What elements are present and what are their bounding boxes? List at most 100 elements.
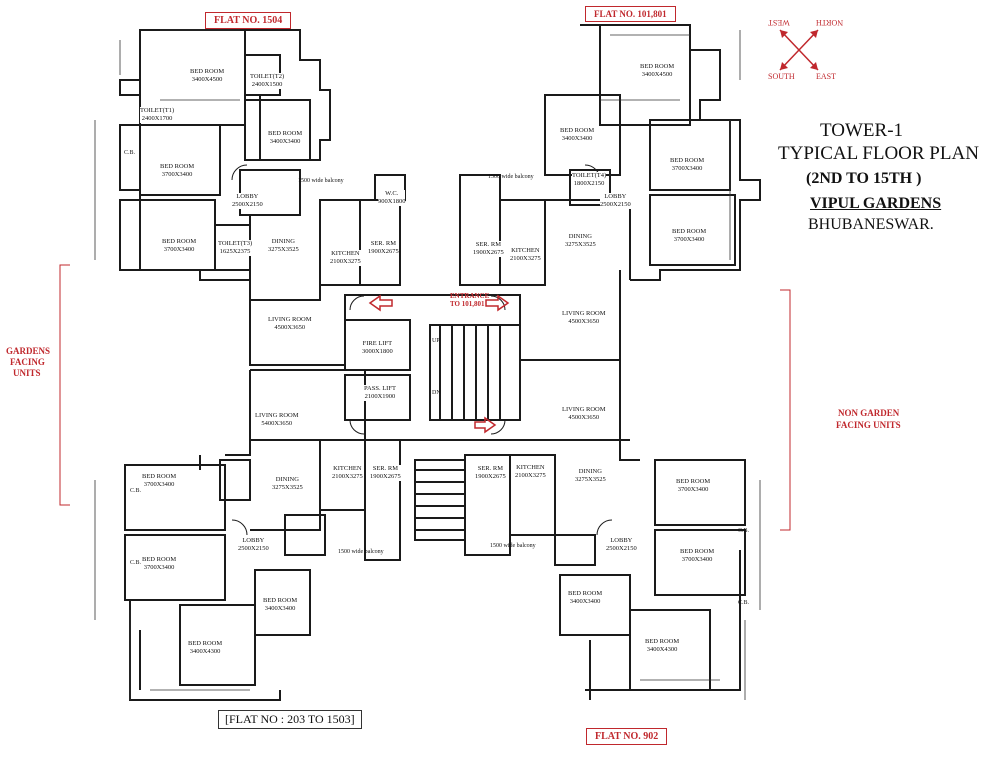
- side-note-left-3: UNITS: [13, 368, 41, 378]
- room-name: BED ROOM: [568, 590, 603, 597]
- room-name: KITCHEN: [333, 465, 362, 472]
- compass-west-label: WEST: [768, 18, 790, 27]
- room-name: BED ROOM: [268, 130, 303, 137]
- room-label-tr-toilet: TOILET(T4)1800X2150: [572, 172, 607, 188]
- entrance-note-1: ENTRANCE: [450, 292, 490, 300]
- room-name: SER. RM: [370, 240, 396, 247]
- room-name: KITCHEN: [511, 247, 540, 254]
- room-name: DINING: [275, 476, 299, 483]
- room-dimensions: 1900X2675: [475, 473, 506, 480]
- room-name: BED ROOM: [263, 597, 298, 604]
- room-label-tl-toilet3: TOILET(T3)1625X2375: [218, 240, 253, 256]
- compass-south-label: SOUTH: [768, 72, 795, 81]
- room-dimensions: 3275X3525: [565, 241, 596, 248]
- room-dimensions: 2100X3275: [515, 472, 546, 479]
- room-name: LOBBY: [236, 193, 259, 200]
- room-dimensions: 3700X3400: [163, 246, 195, 253]
- room-name: PASS. LIFT: [364, 385, 396, 392]
- room-dimensions: 2500X2150: [600, 201, 631, 208]
- room-name: TOILET(T4): [572, 172, 607, 179]
- title-city: BHUBANESWAR.: [808, 216, 934, 233]
- room-dimensions: 3700X3400: [671, 165, 703, 172]
- room-name: KITCHEN: [516, 464, 545, 471]
- room-dimensions: 5400X3650: [261, 420, 293, 427]
- room-name: BED ROOM: [160, 163, 195, 170]
- stair-down-label: DN: [432, 390, 441, 396]
- room-name: TOILET(T2): [250, 73, 285, 80]
- room-name: BED ROOM: [190, 68, 225, 75]
- room-dimensions: 3400X3400: [561, 135, 593, 142]
- room-name: W.C.: [385, 190, 399, 197]
- room-name: BED ROOM: [672, 228, 707, 235]
- room-name: LOBBY: [242, 537, 265, 544]
- room-name: BED ROOM: [188, 640, 223, 647]
- compass-east-label: EAST: [816, 72, 836, 81]
- room-name: KITCHEN: [331, 250, 360, 257]
- cb-label-3: C.B.: [130, 560, 142, 566]
- title-plan: TYPICAL FLOOR PLAN: [778, 143, 979, 164]
- side-note-left-2: FACING: [10, 357, 45, 367]
- room-dimensions: 2100X3275: [510, 255, 541, 262]
- room-dimensions: 2100X1900: [364, 393, 396, 400]
- room-dimensions: 3400X4500: [641, 71, 673, 78]
- entrance-note-2: TO 101,801: [450, 300, 485, 308]
- balcony-label-bl: 1500 wide balcony: [338, 549, 384, 555]
- room-dimensions: 3700X3400: [143, 481, 175, 488]
- room-dimensions: 2400X1500: [251, 81, 283, 88]
- cb-label-1: C.B.: [124, 150, 136, 156]
- title-tower: TOWER-1: [820, 120, 904, 141]
- balcony-label-br: 1500 wide balcony: [490, 543, 536, 549]
- side-note-right-1: NON GARDEN: [838, 408, 900, 418]
- room-name: LOBBY: [604, 193, 627, 200]
- room-dimensions: 3700X3400: [161, 171, 193, 178]
- room-name: SER. RM: [475, 241, 501, 248]
- room-dimensions: 3700X3400: [681, 556, 713, 563]
- room-dimensions: 2100X3275: [332, 473, 363, 480]
- room-name: LOBBY: [610, 537, 633, 544]
- room-dimensions: 3000X1800: [362, 348, 393, 355]
- room-name: BED ROOM: [142, 473, 177, 480]
- room-name: DINING: [568, 233, 592, 240]
- room-dimensions: 900X1800: [378, 198, 406, 205]
- room-dimensions: 3400X4300: [189, 648, 221, 655]
- cb-label-4: C.B.: [738, 528, 750, 534]
- room-name: TOILET(T3): [218, 240, 253, 247]
- room-dimensions: 1900X2675: [370, 473, 401, 480]
- room-dimensions: 2400X1700: [141, 115, 173, 122]
- room-name: BED ROOM: [640, 63, 675, 70]
- room-dimensions: 4500X3650: [568, 318, 600, 325]
- side-note-left-1: GARDENS: [6, 346, 51, 356]
- room-dimensions: 3700X3400: [677, 486, 709, 493]
